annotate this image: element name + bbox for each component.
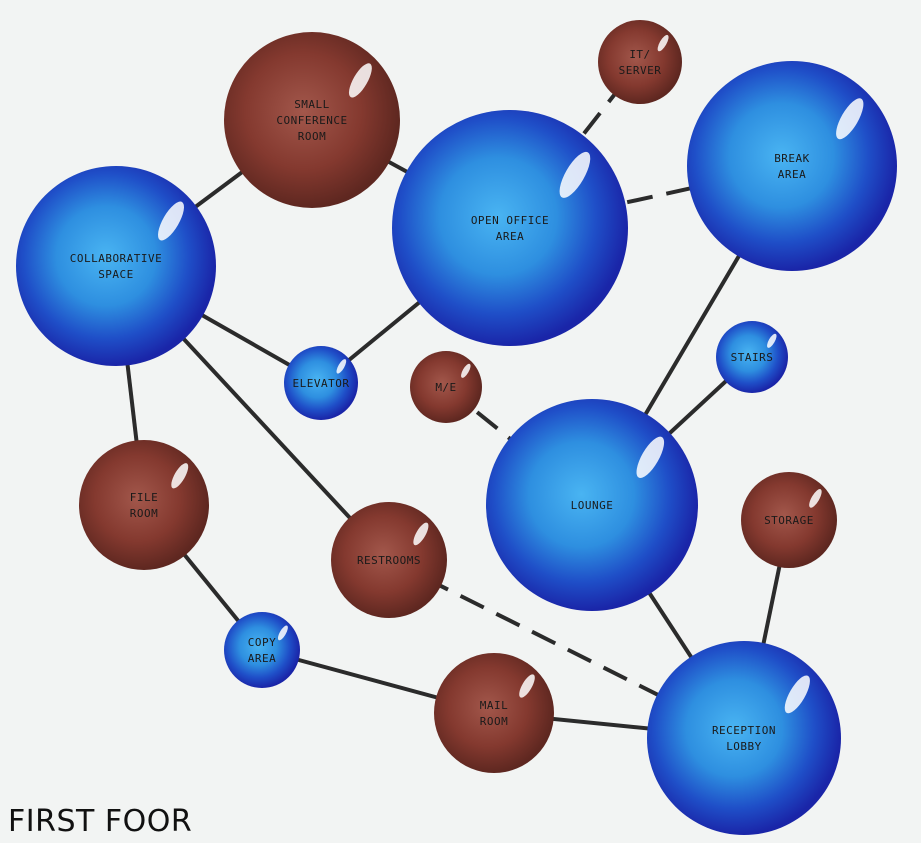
- bubble-open-office-area: [392, 110, 628, 346]
- node-label: RESTROOMS: [357, 554, 421, 567]
- node-label: COLLABORATIVE: [70, 252, 163, 265]
- gloss-highlight: [348, 63, 372, 98]
- node-label: SMALL: [294, 98, 330, 111]
- node-label: ELEVATOR: [293, 377, 350, 390]
- nodes-layer: SMALL CONFERENCE ROOM IT/SERVER OPEN OFFICE A…: [16, 20, 897, 835]
- node-label: ROOM: [298, 130, 327, 143]
- node-m-e: M/E: [410, 351, 482, 423]
- node-label: LOUNGE: [571, 499, 614, 512]
- node-file-room: FILE ROOM: [79, 440, 209, 570]
- node-label: AREA: [248, 652, 277, 665]
- node-label: ROOM: [130, 507, 159, 520]
- node-break-area: BREAK AREA: [687, 61, 897, 271]
- gloss-highlight: [171, 463, 189, 489]
- node-elevator: ELEVATOR: [284, 346, 358, 420]
- node-label: SERVER: [619, 64, 662, 77]
- gloss-highlight: [636, 436, 665, 478]
- gloss-highlight: [559, 151, 591, 198]
- bubble-reception-lobby: [647, 641, 841, 835]
- node-it-server: IT/SERVER: [598, 20, 682, 104]
- node-label: COPY: [248, 636, 277, 649]
- node-label: CONFERENCE: [276, 114, 347, 127]
- node-label: LOBBY: [726, 740, 762, 753]
- node-label: STORAGE: [764, 514, 814, 527]
- node-label: STAIRS: [731, 351, 774, 364]
- node-storage: STORAGE: [741, 472, 837, 568]
- gloss-highlight: [784, 675, 810, 714]
- node-restrooms: RESTROOMS: [331, 502, 447, 618]
- gloss-highlight: [461, 363, 471, 378]
- bubble-it-server: [598, 20, 682, 104]
- bubble-collaborative-space: [16, 166, 216, 366]
- node-reception-lobby: RECEPTION LOBBY: [647, 641, 841, 835]
- gloss-highlight: [336, 359, 347, 374]
- gloss-highlight: [277, 625, 288, 641]
- gloss-highlight: [657, 34, 669, 52]
- node-label: IT/: [629, 48, 650, 61]
- node-label: AREA: [778, 168, 807, 181]
- node-label: RECEPTION: [712, 724, 776, 737]
- gloss-highlight: [519, 674, 535, 698]
- gloss-highlight: [809, 489, 822, 508]
- gloss-highlight: [836, 98, 864, 140]
- node-lounge: LOUNGE: [486, 399, 698, 611]
- gloss-highlight: [413, 522, 429, 546]
- node-label: MAIL: [480, 699, 509, 712]
- node-label: M/E: [435, 381, 456, 394]
- gloss-highlight: [158, 201, 184, 241]
- floor-title: FIRST FOOR: [8, 804, 193, 839]
- node-label: BREAK: [774, 152, 810, 165]
- bubble-mail-room: [434, 653, 554, 773]
- node-open-office-area: OPEN OFFICE AREA: [392, 110, 628, 346]
- node-copy-area: COPY AREA: [224, 612, 300, 688]
- bubble-copy-area: [224, 612, 300, 688]
- node-stairs: STAIRS: [716, 321, 788, 393]
- node-mail-room: MAIL ROOM: [434, 653, 554, 773]
- node-collaborative-space: COLLABORATIVE SPACE: [16, 166, 216, 366]
- gloss-highlight: [767, 333, 777, 348]
- node-label: SPACE: [98, 268, 134, 281]
- node-label: FILE: [130, 491, 159, 504]
- bubble-break-area: [687, 61, 897, 271]
- node-label: AREA: [496, 230, 525, 243]
- node-small-conference-room: SMALL CONFERENCE ROOM: [224, 32, 400, 208]
- bubble-file-room: [79, 440, 209, 570]
- node-label: OPEN OFFICE: [471, 214, 549, 227]
- node-label: ROOM: [480, 715, 509, 728]
